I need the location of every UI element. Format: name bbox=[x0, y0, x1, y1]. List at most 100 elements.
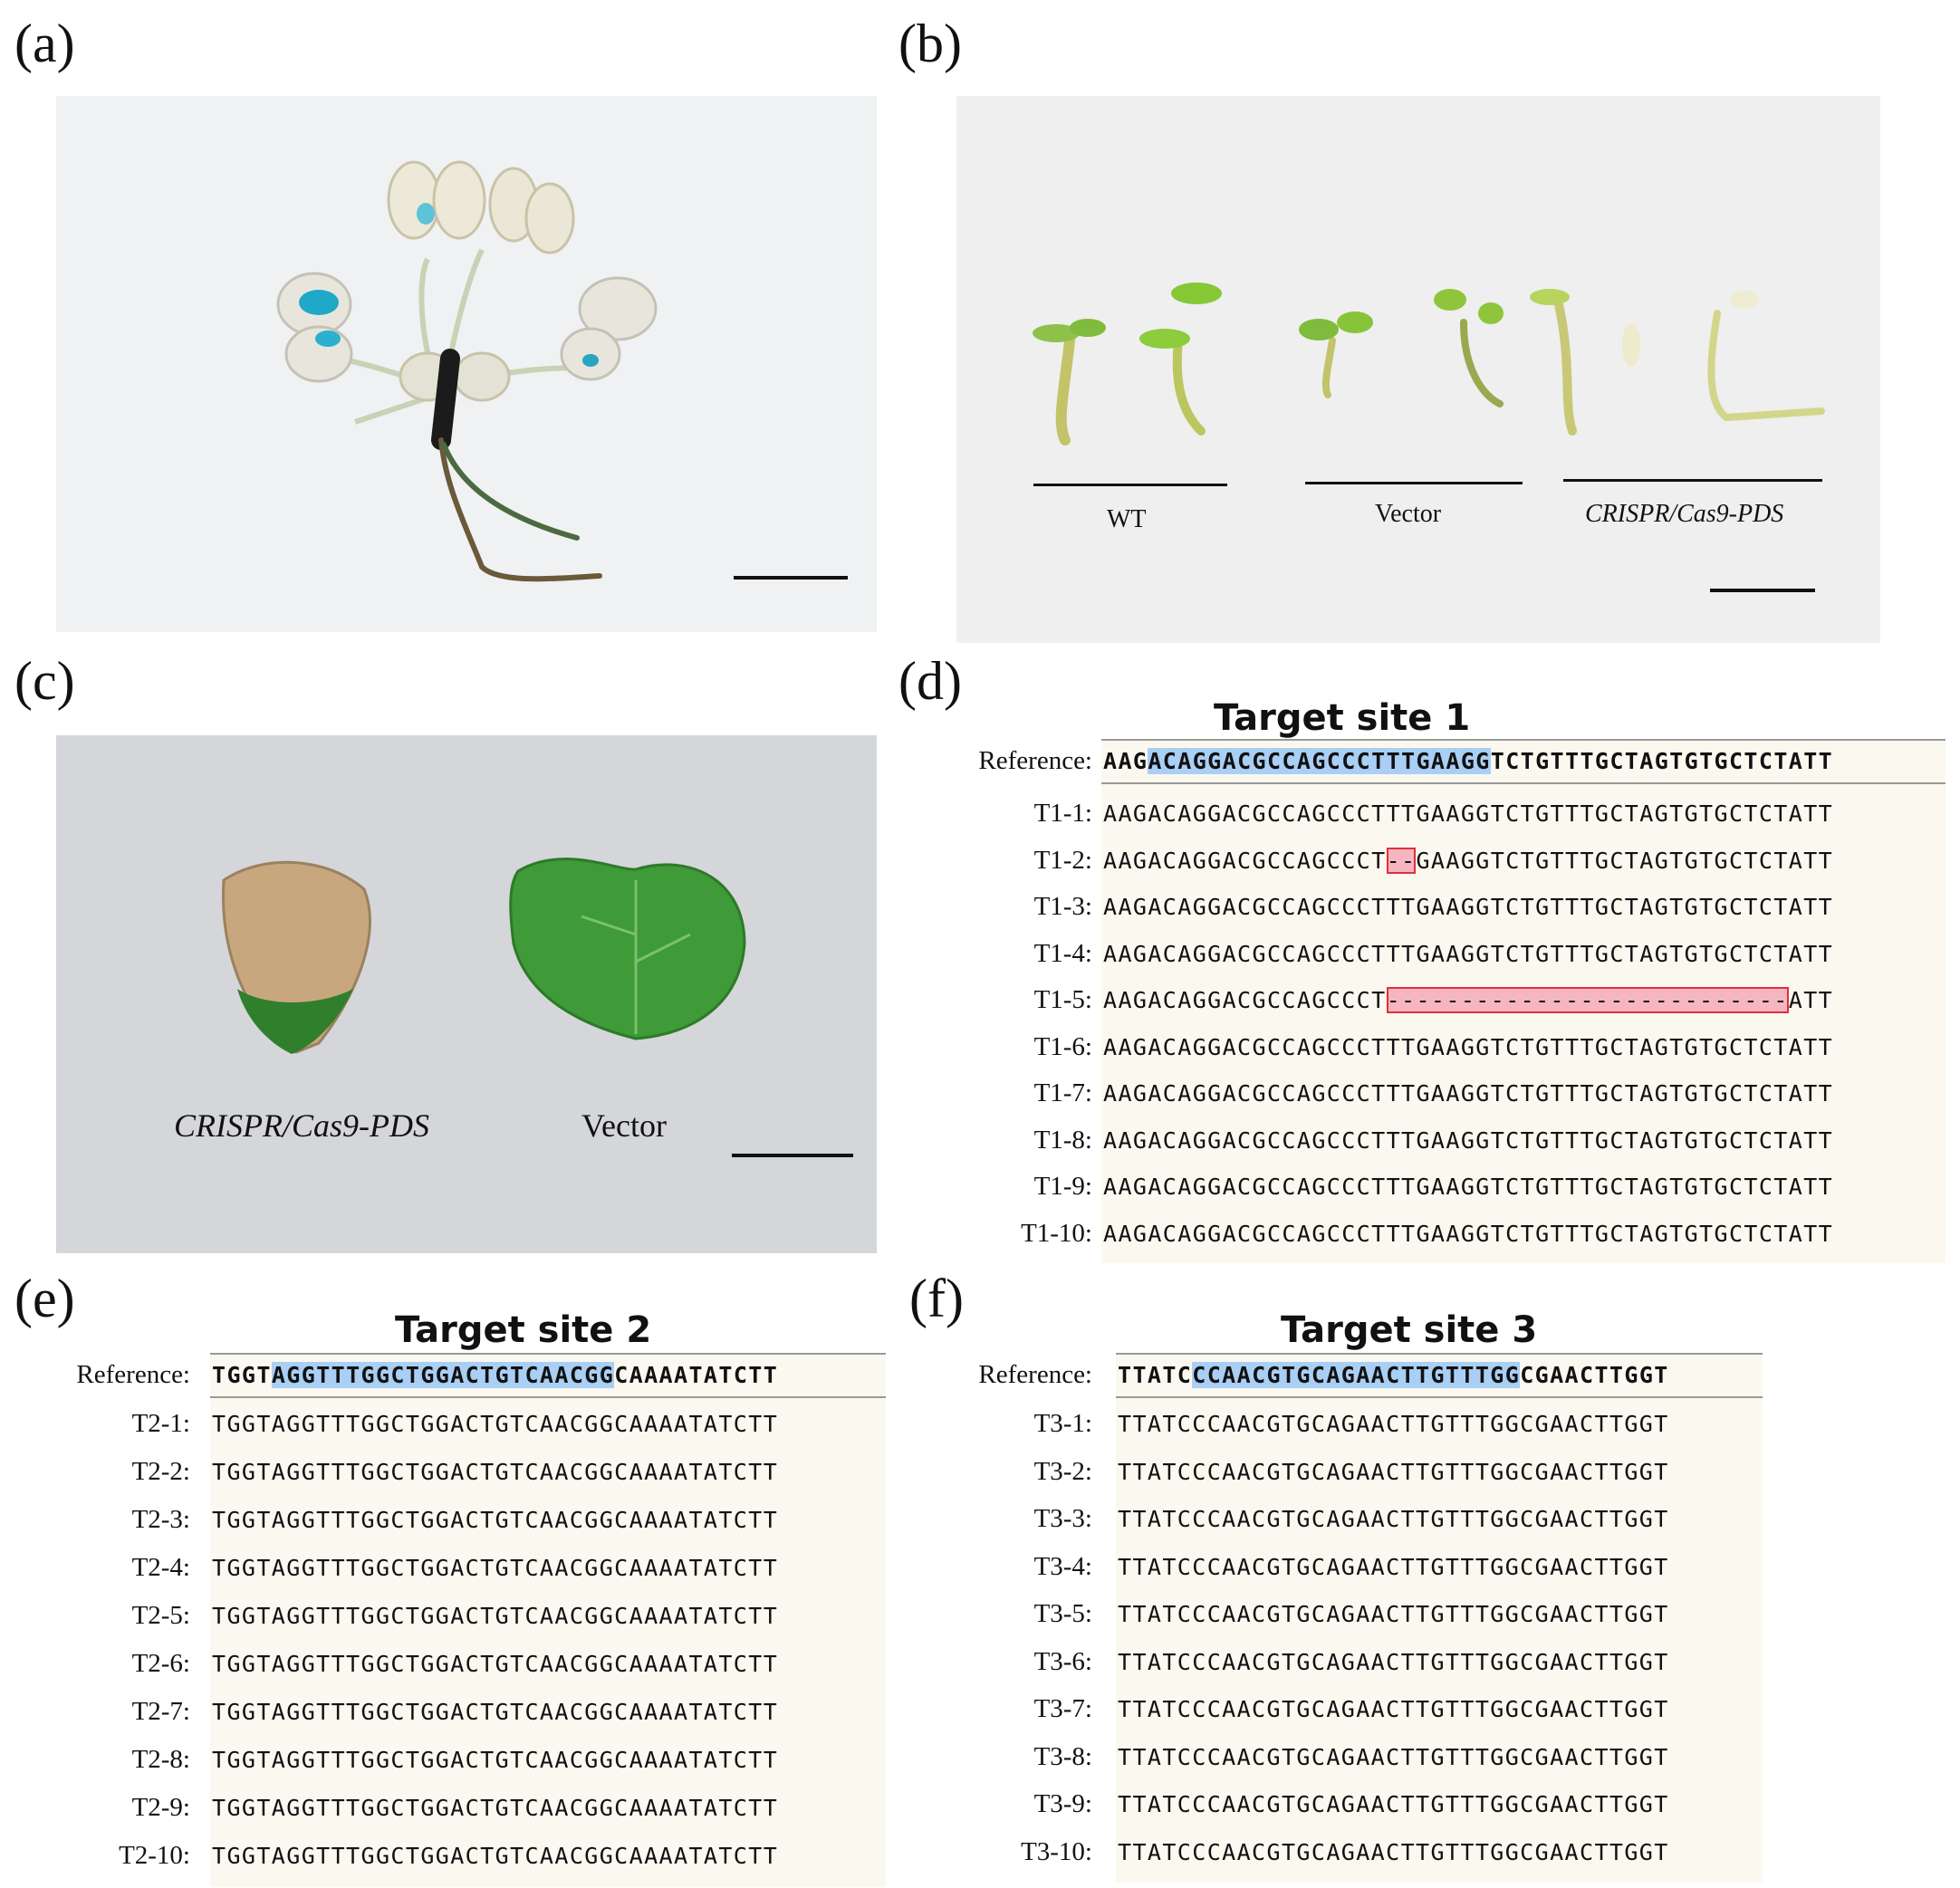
reference-flank-5: TTATC bbox=[1118, 1362, 1193, 1388]
reference-flank-3: CGAACTTGGT bbox=[1520, 1362, 1669, 1388]
target-site-1-title: Target site 1 bbox=[1214, 697, 1471, 739]
reference-label: Reference: bbox=[978, 746, 1092, 775]
deletion-highlight: --------------------------- bbox=[1386, 987, 1789, 1013]
group-label-crispr: CRISPR/Cas9-PDS bbox=[1585, 500, 1784, 528]
panel-d-label: (d) bbox=[898, 651, 962, 711]
reference-label: Reference: bbox=[76, 1360, 190, 1389]
clone-label: T2-9: bbox=[131, 1793, 190, 1822]
panel-e-label: (e) bbox=[14, 1269, 75, 1328]
clone-sequence: TTATCCCAACGTGCAGAACTTGTTTGGCGAACTTGGT bbox=[1118, 1459, 1669, 1491]
sequence-segment: TGGTAGGTTTGGCTGGACTGTCAACGGCAAAATATCTT bbox=[212, 1555, 779, 1581]
scale-bar-c bbox=[732, 1154, 853, 1157]
sequence-segment: TGGTAGGTTTGGCTGGACTGTCAACGGCAAAATATCTT bbox=[212, 1843, 779, 1869]
clone-label: T1-5: bbox=[1033, 985, 1092, 1014]
clone-label: T2-10: bbox=[119, 1841, 190, 1870]
clone-sequence: TGGTAGGTTTGGCTGGACTGTCAACGGCAAAATATCTT bbox=[212, 1603, 778, 1635]
clone-label: T3-2: bbox=[1033, 1456, 1092, 1486]
clone-label: T2-3: bbox=[131, 1505, 190, 1534]
clone-label: T3-4: bbox=[1033, 1551, 1092, 1581]
clone-label: T3-3: bbox=[1033, 1504, 1092, 1533]
reference-flank-3: CAAAATATCTT bbox=[614, 1362, 779, 1388]
clone-label: T2-6: bbox=[131, 1649, 190, 1678]
clone-label: T2-2: bbox=[131, 1457, 190, 1486]
clone-sequence: TTATCCCAACGTGCAGAACTTGTTTGGCGAACTTGGT bbox=[1118, 1411, 1669, 1443]
clone-sequence: AAGACAGGACGCCAGCCCT--GAAGGTCTGTTTGCTAGTG… bbox=[1103, 847, 1833, 880]
sequence-segment: TTATCCCAACGTGCAGAACTTGTTTGGCGAACTTGGT bbox=[1118, 1791, 1669, 1817]
sequence-segment: TGGTAGGTTTGGCTGGACTGTCAACGGCAAAATATCTT bbox=[212, 1603, 779, 1629]
clone-sequence: AAGACAGGACGCCAGCCCTTTGAAGGTCTGTTTGCTAGTG… bbox=[1103, 894, 1833, 926]
target-site-2-title: Target site 2 bbox=[395, 1309, 652, 1351]
clone-sequence: TGGTAGGTTTGGCTGGACTGTCAACGGCAAAATATCTT bbox=[212, 1459, 778, 1491]
clone-sequence: AAGACAGGACGCCAGCCCTTTGAAGGTCTGTTTGCTAGTG… bbox=[1103, 1080, 1833, 1113]
clone-label: T3-10: bbox=[1021, 1836, 1092, 1866]
reference-sequence: AAGACAGGACGCCAGCCCTTTGAAGGTCTGTTTGCTAGTG… bbox=[1103, 748, 1833, 781]
reference-divider bbox=[1116, 1396, 1763, 1398]
sequence-segment: TGGTAGGTTTGGCTGGACTGTCAACGGCAAAATATCTT bbox=[212, 1459, 779, 1485]
target-site-highlight: CCAACGTGCAGAACTTGTTTGG bbox=[1192, 1362, 1521, 1388]
clone-sequence: TGGTAGGTTTGGCTGGACTGTCAACGGCAAAATATCTT bbox=[212, 1507, 778, 1539]
seedlings-comparison-photo bbox=[956, 96, 1880, 643]
leaf-caption-crispr: CRISPR/Cas9-PDS bbox=[174, 1107, 429, 1144]
panel-b-label: (b) bbox=[898, 14, 962, 73]
clone-label: T3-1: bbox=[1033, 1409, 1092, 1438]
clone-sequence: AAGACAGGACGCCAGCCCT---------------------… bbox=[1103, 987, 1833, 1020]
sequence-segment: TGGTAGGTTTGGCTGGACTGTCAACGGCAAAATATCTT bbox=[212, 1795, 779, 1821]
group-label-vector: Vector bbox=[1375, 500, 1442, 528]
clone-sequence: TGGTAGGTTTGGCTGGACTGTCAACGGCAAAATATCTT bbox=[212, 1699, 778, 1731]
clone-label: T3-9: bbox=[1033, 1789, 1092, 1818]
clone-sequence: TTATCCCAACGTGCAGAACTTGTTTGGCGAACTTGGT bbox=[1118, 1649, 1669, 1682]
sequence-segment: TTATCCCAACGTGCAGAACTTGTTTGGCGAACTTGGT bbox=[1118, 1601, 1669, 1627]
sequence-segment: AAGACAGGACGCCAGCCCT bbox=[1103, 847, 1387, 874]
clone-sequence: TGGTAGGTTTGGCTGGACTGTCAACGGCAAAATATCTT bbox=[212, 1747, 778, 1779]
clone-label: T1-6: bbox=[1033, 1031, 1092, 1061]
clone-sequence: AAGACAGGACGCCAGCCCTTTGAAGGTCTGTTTGCTAGTG… bbox=[1103, 1174, 1833, 1206]
sequence-segment: TTATCCCAACGTGCAGAACTTGTTTGGCGAACTTGGT bbox=[1118, 1838, 1669, 1865]
scale-bar-b bbox=[1710, 589, 1815, 592]
clone-sequence: TGGTAGGTTTGGCTGGACTGTCAACGGCAAAATATCTT bbox=[212, 1651, 778, 1683]
scale-bar-a bbox=[734, 576, 848, 580]
sequence-segment: TGGTAGGTTTGGCTGGACTGTCAACGGCAAAATATCTT bbox=[212, 1699, 779, 1725]
sequence-segment: AAGACAGGACGCCAGCCCTTTGAAGGTCTGTTTGCTAGTG… bbox=[1103, 940, 1834, 967]
clone-label: T2-4: bbox=[131, 1553, 190, 1582]
sequence-segment: ATT bbox=[1788, 987, 1834, 1013]
clone-label: T3-8: bbox=[1033, 1741, 1092, 1771]
clone-sequence: AAGACAGGACGCCAGCCCTTTGAAGGTCTGTTTGCTAGTG… bbox=[1103, 1034, 1833, 1067]
sequence-segment: TTATCCCAACGTGCAGAACTTGTTTGGCGAACTTGGT bbox=[1118, 1458, 1669, 1485]
clone-sequence: TTATCCCAACGTGCAGAACTTGTTTGGCGAACTTGGT bbox=[1118, 1696, 1669, 1729]
reference-divider bbox=[1101, 782, 1946, 784]
reference-flank-5: TGGT bbox=[212, 1362, 272, 1388]
sequence-segment: TGGTAGGTTTGGCTGGACTGTCAACGGCAAAATATCTT bbox=[212, 1747, 779, 1773]
clone-sequence: TGGTAGGTTTGGCTGGACTGTCAACGGCAAAATATCTT bbox=[212, 1795, 778, 1827]
reference-flank-5: AAG bbox=[1103, 748, 1148, 774]
clone-label: T1-8: bbox=[1033, 1125, 1092, 1155]
clone-label: T1-9: bbox=[1033, 1172, 1092, 1201]
reference-divider bbox=[210, 1396, 886, 1398]
sequence-segment: TTATCCCAACGTGCAGAACTTGTTTGGCGAACTTGGT bbox=[1118, 1506, 1669, 1532]
clone-label: T1-2: bbox=[1033, 845, 1092, 875]
sequence-segment: TGGTAGGTTTGGCTGGACTGTCAACGGCAAAATATCTT bbox=[212, 1651, 779, 1677]
sequence-segment: AAGACAGGACGCCAGCCCTTTGAAGGTCTGTTTGCTAGTG… bbox=[1103, 1126, 1834, 1154]
deletion-highlight: -- bbox=[1386, 847, 1417, 874]
panel-f-label: (f) bbox=[909, 1269, 964, 1328]
clone-label: T3-5: bbox=[1033, 1599, 1092, 1628]
sequence-segment: AAGACAGGACGCCAGCCCTTTGAAGGTCTGTTTGCTAGTG… bbox=[1103, 1174, 1834, 1200]
target-site-highlight: AGGTTTGGCTGGACTGTCAACGG bbox=[271, 1362, 615, 1388]
clone-sequence: TTATCCCAACGTGCAGAACTTGTTTGGCGAACTTGGT bbox=[1118, 1554, 1669, 1586]
clone-label: T2-1: bbox=[131, 1409, 190, 1438]
reference-sequence: TGGTAGGTTTGGCTGGACTGTCAACGGCAAAATATCTT bbox=[212, 1362, 778, 1394]
clone-sequence: TTATCCCAACGTGCAGAACTTGTTTGGCGAACTTGGT bbox=[1118, 1506, 1669, 1538]
target-site-3-title: Target site 3 bbox=[1281, 1309, 1538, 1351]
sequence-block-background bbox=[1116, 1353, 1763, 1883]
clone-sequence: TGGTAGGTTTGGCTGGACTGTCAACGGCAAAATATCTT bbox=[212, 1555, 778, 1587]
sequence-segment: AAGACAGGACGCCAGCCCTTTGAAGGTCTGTTTGCTAGTG… bbox=[1103, 1033, 1834, 1060]
clone-sequence: AAGACAGGACGCCAGCCCTTTGAAGGTCTGTTTGCTAGTG… bbox=[1103, 1221, 1833, 1253]
target-site-highlight: ACAGGACGCCAGCCCTTTGAAGG bbox=[1148, 748, 1491, 774]
leaf-comparison-photo bbox=[56, 735, 877, 1253]
sequence-segment: TTATCCCAACGTGCAGAACTTGTTTGGCGAACTTGGT bbox=[1118, 1553, 1669, 1580]
reference-sequence: TTATCCCAACGTGCAGAACTTGTTTGGCGAACTTGGT bbox=[1118, 1362, 1669, 1394]
sequence-segment: TTATCCCAACGTGCAGAACTTGTTTGGCGAACTTGGT bbox=[1118, 1696, 1669, 1722]
panel-a-label: (a) bbox=[14, 14, 75, 73]
clone-label: T1-4: bbox=[1033, 938, 1092, 968]
clone-sequence: TTATCCCAACGTGCAGAACTTGTTTGGCGAACTTGGT bbox=[1118, 1839, 1669, 1872]
clone-label: T1-3: bbox=[1033, 892, 1092, 921]
